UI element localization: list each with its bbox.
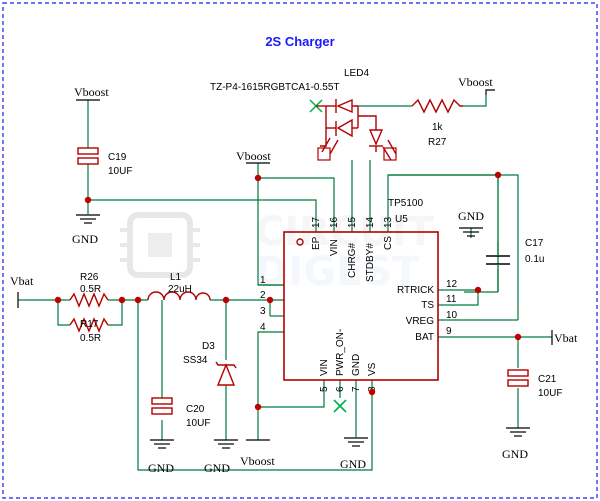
ic-pin-16-name: VIN [329,239,340,256]
net-vboost-r27-label: Vboost [458,75,493,89]
gnd-c19-label: GND [72,232,98,246]
led4-nc-marker [309,99,326,113]
ic-pin-7-name: GND [351,354,362,376]
pin6-nc-marker [333,399,347,413]
net-vbat-right: Vbat [551,330,578,345]
gnd-top-right-label: GND [458,209,484,223]
ic-u5: TP5100 U5 1 2 3 4 17 EP 16 VIN 15 CHRG# … [260,198,458,392]
r17: R17 0.5R [69,317,109,344]
net-vbat-left-label: Vbat [10,274,34,288]
gnd-c20-label: GND [148,461,174,475]
net-vboost-center: Vboost [236,149,271,164]
ic-pin-2-num: 2 [260,290,266,301]
led4-diode-top [336,98,353,114]
ic-pin-12-name: RTRICK [397,285,434,296]
led4: LED4 TZ-P4-1615RGBTCA1-0.55T [210,68,397,161]
d3-part: SS34 [183,355,208,366]
ic-pin-13-name: CS [383,236,394,250]
ic-pin-10-name: VREG [406,316,435,327]
c19-value: 10UF [108,166,132,177]
u5-part: TP5100 [388,198,423,209]
gnd-c19: GND [72,205,100,246]
led4-diode-right [368,129,384,146]
ic-pin-8-name: VS [367,362,378,376]
c20-value: 10UF [186,418,210,429]
c20: C20 10UF [151,397,210,429]
ic-pin-6-name: PWR_ON- [335,329,346,376]
u5-ref: U5 [395,214,408,225]
gnd-pin7: GND [340,428,368,471]
ic-pin-17-name: EP [311,236,322,250]
ic-pin-13-num: 13 [383,216,394,228]
ic-pin-7-num: 7 [351,386,362,392]
c20-ref: C20 [186,404,205,415]
led4-part: TZ-P4-1615RGBTCA1-0.55T [210,82,340,93]
c17-value: 0.1u [525,254,544,265]
ic-pin-10-num: 10 [446,310,458,321]
ic-pin-15-name: CHRG# [347,243,358,278]
net-vboost-bottom-label: Vboost [240,454,275,468]
gnd-c20: GND [148,439,174,475]
gnd-c21-label: GND [502,447,528,461]
gnd-c21: GND [502,427,530,461]
led4-diode-mid [336,118,353,138]
ic-pin-16-num: 16 [329,216,340,228]
c19-ref: C19 [108,152,127,163]
ic-pin-12-num: 12 [446,279,458,290]
ic-pin-11-name: TS [421,300,434,311]
net-vboost-r27: Vboost [458,75,495,95]
net-vbat-left: Vbat [10,274,34,308]
c19: C19 10UF [77,147,132,177]
r26-ref: R26 [80,272,99,283]
gnd-pin7-label: GND [340,457,366,471]
ic-pin-11-num: 11 [446,294,457,305]
ic-pin-14-name: STDBY# [365,243,376,282]
r27: 1k R27 [411,98,463,148]
c17-ref: C17 [525,238,544,249]
l1: L1 22uH [147,272,211,301]
d3-ref: D3 [202,341,215,352]
ic-pin-9-name: BAT [415,332,434,343]
r27-ref: R27 [428,137,447,148]
gnd-d3: GND [204,439,238,475]
wires [18,95,552,471]
c21: C21 10UF [507,369,562,399]
ic-pin-1-num: 1 [260,275,266,286]
r17-ref: R17 [80,319,99,330]
r17-value: 0.5R [80,333,101,344]
svg-text:DIGEST: DIGEST [255,249,420,295]
ic-pin-14-num: 14 [365,216,376,228]
c21-value: 10UF [538,388,562,399]
gnd-top-right: GND [458,209,484,237]
c17: C17 0.1u [486,175,544,292]
c21-ref: C21 [538,374,557,385]
net-vboost-bottom: Vboost [240,439,275,468]
ic-pin-17-num: 17 [311,216,322,228]
led4-ref: LED4 [344,68,369,79]
d3: D3 SS34 [183,341,237,386]
ic-pin-4-num: 4 [260,322,266,333]
gnd-d3-label: GND [204,461,230,475]
sheet-title: 2S Charger [265,34,334,49]
ic-pin-5-num: 5 [319,386,330,392]
junction-dots [54,171,522,411]
r26-value: 0.5R [80,284,101,295]
ic-pin-5-name: VIN [319,359,330,376]
net-vboost-topleft-label: Vboost [74,85,109,99]
r26: R26 0.5R [69,272,109,308]
r27-value: 1k [432,122,444,133]
net-vbat-right-label: Vbat [554,331,578,345]
l1-value: 22uH [168,284,192,295]
ic-pin-9-num: 9 [446,326,452,337]
l1-ref: L1 [170,272,182,283]
ic-pin-15-num: 15 [347,216,358,228]
net-vboost-topleft: Vboost [74,85,109,101]
ic-pin-3-num: 3 [260,306,266,317]
ic-pin-6-num: 6 [335,386,346,392]
net-vboost-center-label: Vboost [236,149,271,163]
